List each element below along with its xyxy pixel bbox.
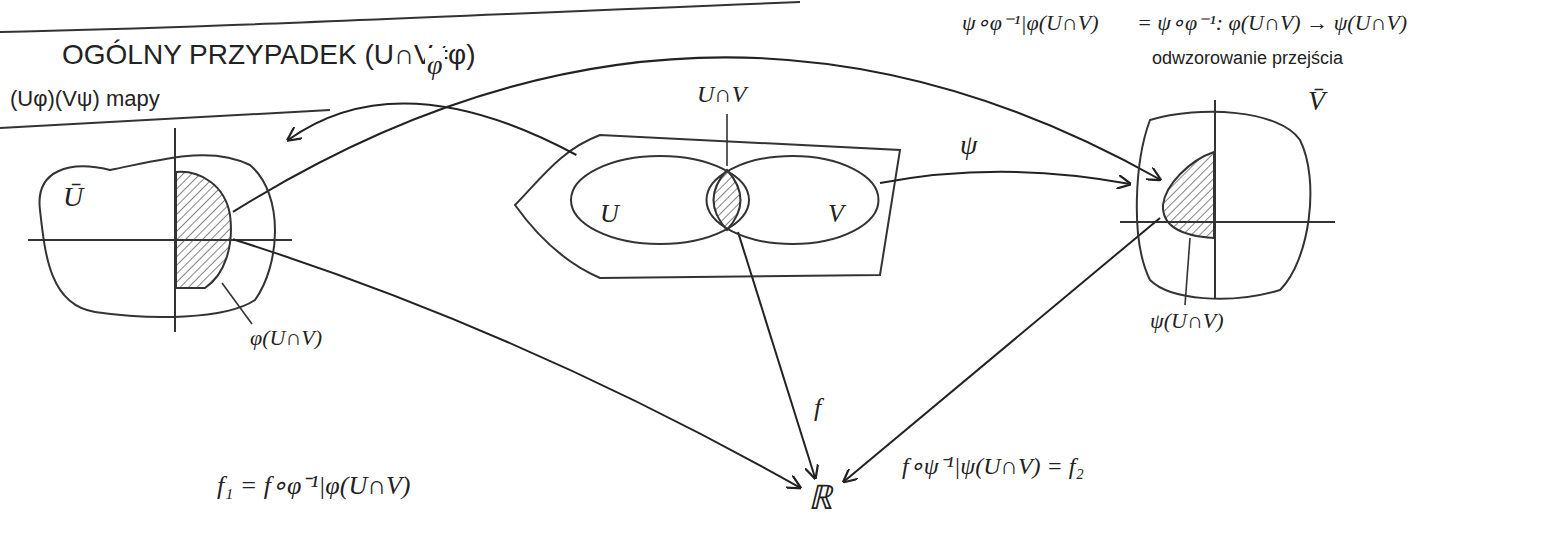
node-label: V̄ <box>1308 84 1325 118</box>
note-text: odwzorowanie przejścia <box>1150 48 1345 70</box>
node-label: Ū <box>63 180 83 214</box>
note-text: = ψ∘φ⁻¹: φ(U∩V) → ψ(U∩V) <box>1135 10 1409 36</box>
real-line-target: ℝ <box>800 478 844 522</box>
node-label: U∩V <box>697 80 746 109</box>
node-label: U <box>600 198 619 229</box>
map-arrow <box>844 218 1160 482</box>
intersection-lens: U∩V <box>705 168 751 232</box>
rule-line <box>0 2 800 32</box>
manifold-sheet <box>515 135 900 278</box>
outline-path <box>714 170 741 230</box>
map-arrow <box>288 103 576 155</box>
outline-path <box>176 172 231 288</box>
node-outline <box>175 170 233 290</box>
note-text: (Uφ)(Vψ) mapy <box>8 86 162 112</box>
outline-path <box>40 155 275 317</box>
axis-line <box>28 239 292 241</box>
arrow-label: ψ <box>958 128 979 162</box>
hatched-region: ψ(U∩V) <box>1160 150 1215 240</box>
node-label: ψ(U∩V) <box>1150 308 1224 334</box>
leader-line <box>726 114 728 166</box>
map-arrow <box>233 239 800 487</box>
arrow-label: f₁ = f∘φ⁻¹|φ(U∩V) <box>215 470 413 501</box>
arrow-label: φ <box>425 48 445 82</box>
node-label: V <box>828 198 844 229</box>
node-outline <box>1130 100 1330 305</box>
outline-path <box>571 156 749 244</box>
node-outline <box>705 168 751 232</box>
axis-line <box>1120 221 1335 223</box>
arrow-label: f <box>812 392 823 423</box>
hatched-region: φ(U∩V) <box>175 170 233 290</box>
chart-region: Ūφ(U∩V) <box>20 140 290 330</box>
arrow-label: f∘ψ⁻¹|ψ(U∩V) = f₂ <box>900 452 1086 481</box>
chart-region: V̄ψ(U∩V) <box>1130 100 1330 305</box>
node-outline <box>1160 150 1215 240</box>
node-label: ℝ <box>808 478 832 519</box>
rule-line <box>0 110 330 128</box>
map-arrow <box>880 172 1130 184</box>
node-outline <box>20 140 290 330</box>
map-arrow <box>738 232 815 478</box>
heading-text: OGÓLNY PRZYPADEK (U∩V≠φ) <box>60 38 478 72</box>
arrow-label: ψ∘φ⁻¹|φ(U∩V) <box>960 10 1101 36</box>
map-arrow <box>233 57 1160 212</box>
outline-path <box>1163 152 1214 238</box>
outline-path <box>707 156 879 244</box>
node-label: φ(U∩V) <box>250 325 322 351</box>
outline-path <box>1137 112 1311 299</box>
